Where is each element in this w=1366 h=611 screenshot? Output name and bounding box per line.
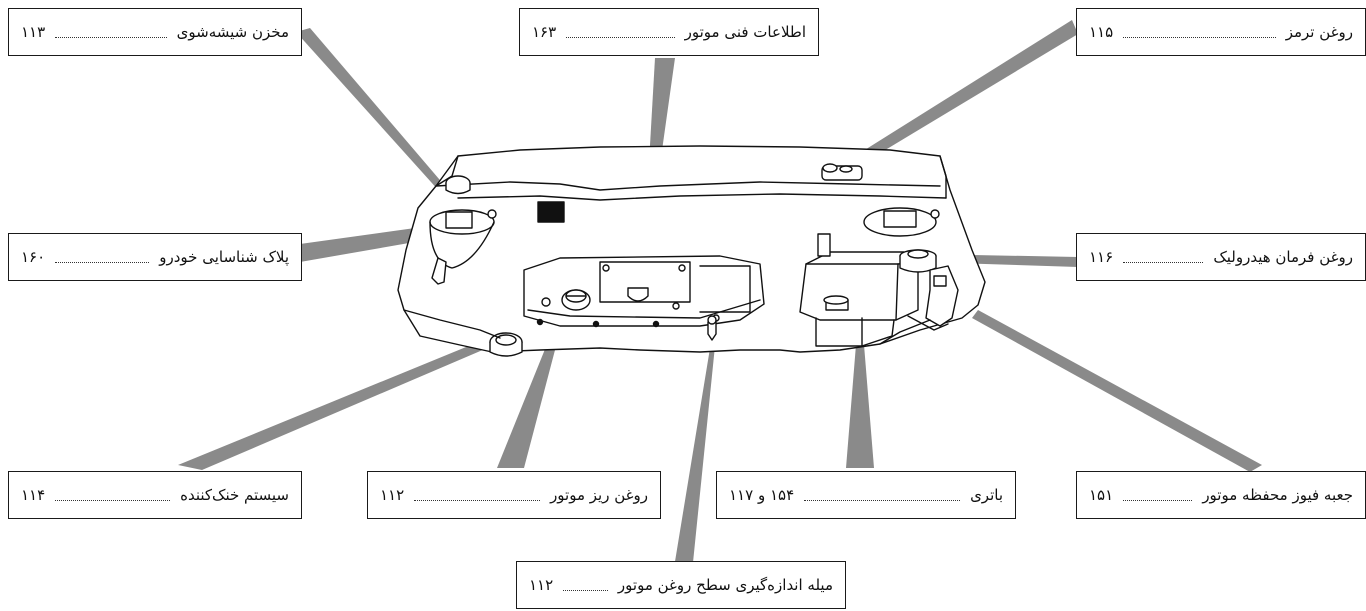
label-battery: باتری: [970, 486, 1003, 504]
callout-engine-oil-fill: روغن ریز موتور ۱۱۲: [367, 471, 661, 519]
page-ref-power-steering-fluid: ۱۱۶: [1089, 248, 1114, 266]
page-ref-oil-dipstick: ۱۱۲: [529, 576, 554, 594]
leader-dots: [1123, 499, 1193, 501]
callout-engine-fuse-box: جعبه فیوز محفظه موتور ۱۵۱: [1076, 471, 1366, 519]
label-brake-fluid: روغن ترمز: [1285, 23, 1353, 41]
engine-spec-plate: [627, 287, 649, 302]
leader-dots: [566, 36, 675, 38]
label-engine-oil-fill: روغن ریز موتور: [550, 486, 648, 504]
leader-brake-fluid: [836, 20, 1078, 176]
label-engine-fuse-box: جعبه فیوز محفظه موتور: [1202, 486, 1353, 504]
leader-dots: [804, 499, 961, 501]
label-power-steering-fluid: روغن فرمان هیدرولیک: [1213, 248, 1353, 266]
label-cooling-system: سیستم خنک‌کننده: [180, 486, 289, 504]
label-oil-dipstick: میله اندازه‌گیری سطح روغن موتور: [617, 576, 833, 594]
page-ref-battery: ۱۵۴ و ۱۱۷: [729, 486, 795, 504]
label-engine-specs: اطلاعات فنی موتور: [684, 23, 806, 41]
cowl-panel-inner: [457, 193, 947, 201]
page-ref-engine-specs: ۱۶۳: [532, 23, 557, 41]
page-ref-vin-plate: ۱۶۰: [21, 248, 46, 266]
callout-engine-specs: اطلاعات فنی موتور ۱۶۳: [519, 8, 819, 56]
callout-power-steering-fluid: روغن فرمان هیدرولیک ۱۱۶: [1076, 233, 1366, 281]
label-vin-plate: پلاک شناسایی خودرو: [159, 248, 289, 266]
label-washer-reservoir: مخزن شیشه‌شوی: [176, 23, 289, 41]
callout-brake-fluid: روغن ترمز ۱۱۵: [1076, 8, 1366, 56]
leader-dots: [55, 499, 171, 501]
callout-washer-reservoir: مخزن شیشه‌شوی ۱۱۳: [8, 8, 302, 56]
leader-dots: [414, 499, 541, 501]
page-ref-cooling-system: ۱۱۴: [21, 486, 46, 504]
callout-cooling-system: سیستم خنک‌کننده ۱۱۴: [8, 471, 302, 519]
leader-washer-reservoir: [296, 28, 445, 192]
leader-fuse-box: [972, 310, 1262, 472]
leader-dots: [563, 589, 608, 591]
leader-dots: [1123, 36, 1276, 38]
callout-vin-plate: پلاک شناسایی خودرو ۱۶۰: [8, 233, 302, 281]
cowl-panel: [435, 181, 941, 191]
leader-dipstick: [670, 336, 716, 592]
page-ref-washer-reservoir: ۱۱۳: [21, 23, 46, 41]
leader-oil-fill: [497, 312, 565, 468]
leader-battery: [846, 320, 874, 468]
callout-battery: باتری ۱۵۴ و ۱۱۷: [716, 471, 1016, 519]
leader-cooling-system: [178, 338, 492, 470]
leader-dots: [1123, 261, 1204, 263]
page-ref-engine-fuse-box: ۱۵۱: [1089, 486, 1114, 504]
page-ref-brake-fluid: ۱۱۵: [1089, 23, 1114, 41]
page-ref-engine-oil-fill: ۱۱۲: [380, 486, 405, 504]
vin-plate-mark: [537, 201, 565, 223]
callout-oil-dipstick: میله اندازه‌گیری سطح روغن موتور ۱۱۲: [516, 561, 846, 609]
leader-dots: [55, 36, 167, 38]
leader-dots: [55, 261, 150, 263]
